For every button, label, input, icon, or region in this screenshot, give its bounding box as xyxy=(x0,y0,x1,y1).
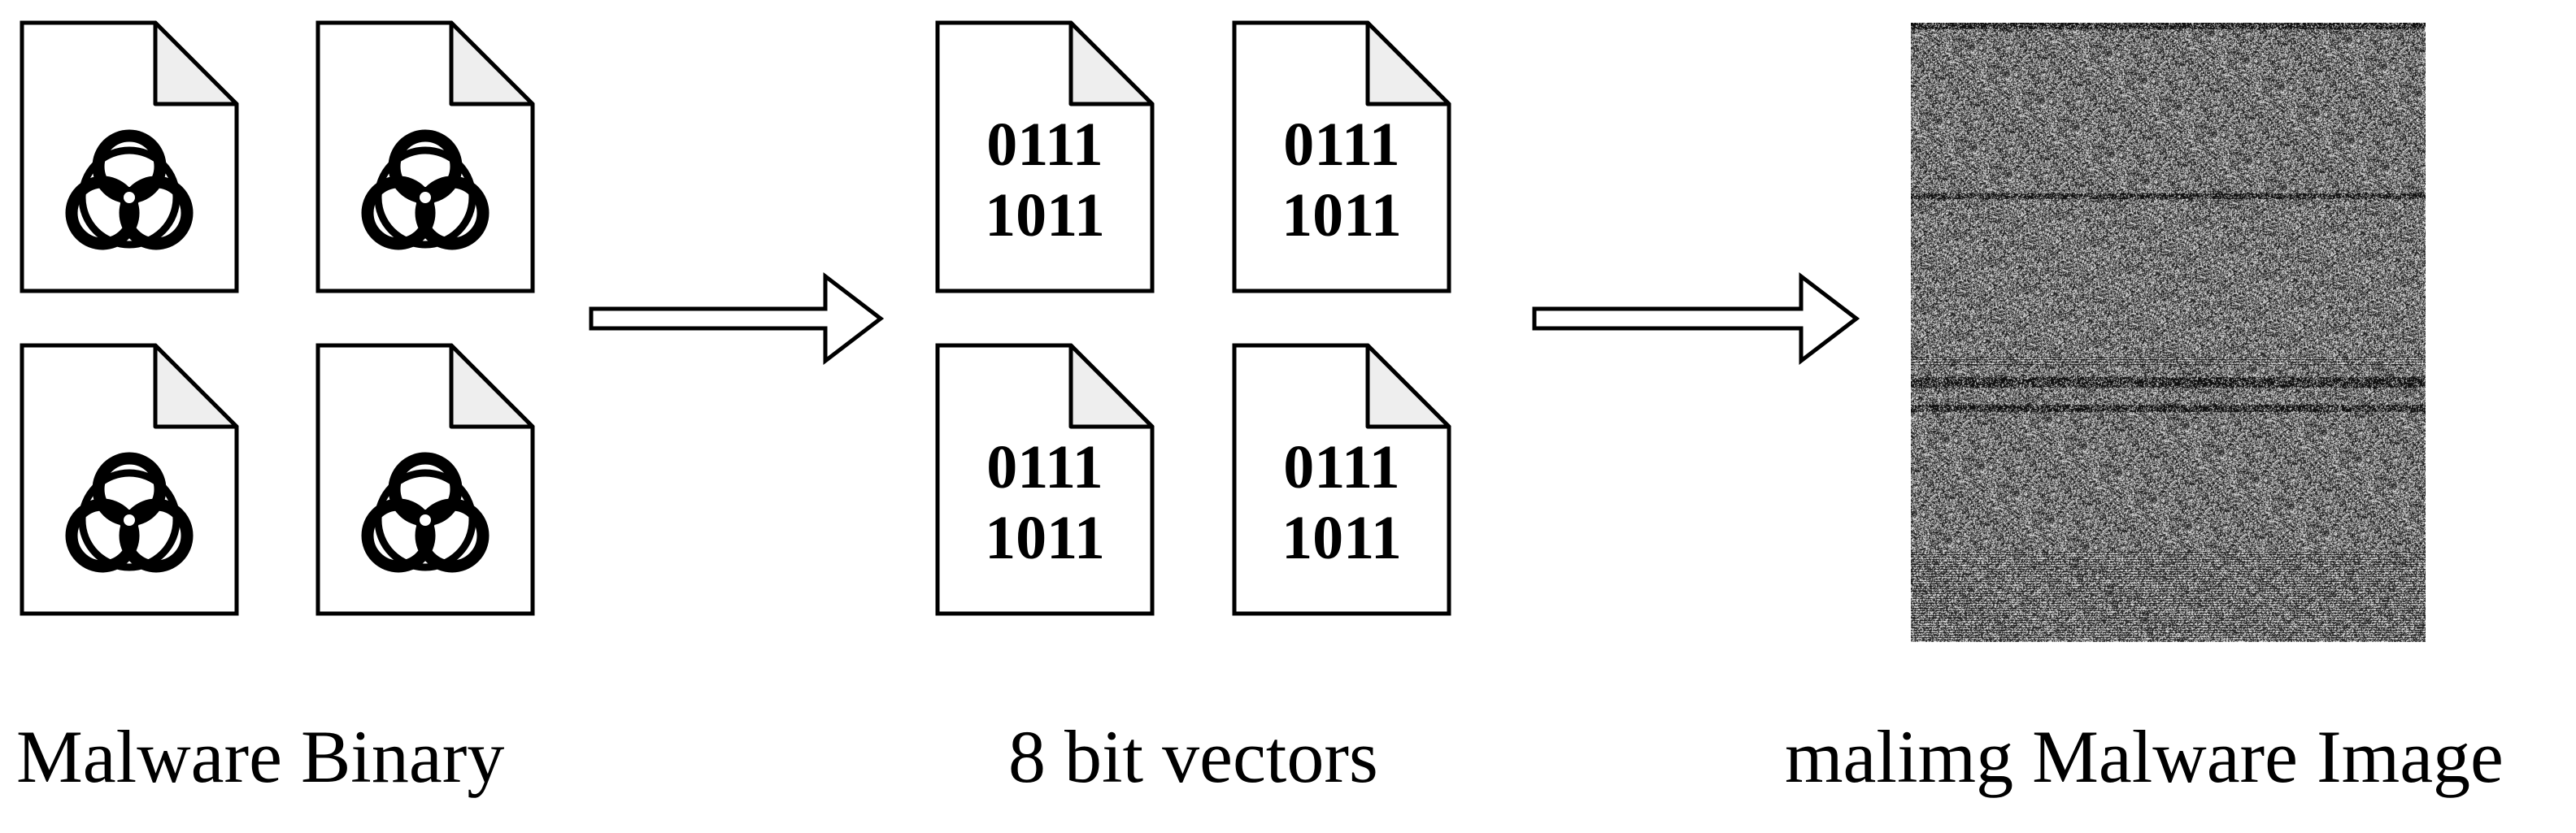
right-arrow-icon xyxy=(1532,271,1860,366)
bit-vector-text: 0111 xyxy=(1283,111,1400,179)
biohazard-document-icon xyxy=(20,343,239,616)
malware-binary-group xyxy=(20,20,535,616)
bit-vector-text: 0111 xyxy=(986,111,1103,179)
bit-vectors-caption: 8 bit vectors xyxy=(1008,715,1378,798)
biohazard-document-icon xyxy=(315,20,535,293)
biohazard-document-icon xyxy=(20,20,239,293)
malware-binary-caption: Malware Binary xyxy=(16,715,505,798)
bit-vector-text: 1011 xyxy=(1281,504,1402,572)
bit-vector-text: 1011 xyxy=(1281,181,1402,249)
bit-vector-text: 1011 xyxy=(985,181,1105,249)
bit-vector-text: 0111 xyxy=(1283,433,1400,501)
right-arrow-icon xyxy=(589,271,885,366)
bit-vector-text: 0111 xyxy=(986,433,1103,501)
biohazard-document-icon xyxy=(315,343,535,616)
malware-image-caption: malimg Malware Image xyxy=(1785,715,2504,798)
bit-vector-text: 1011 xyxy=(985,504,1105,572)
malimg-malware-image xyxy=(1911,23,2426,642)
